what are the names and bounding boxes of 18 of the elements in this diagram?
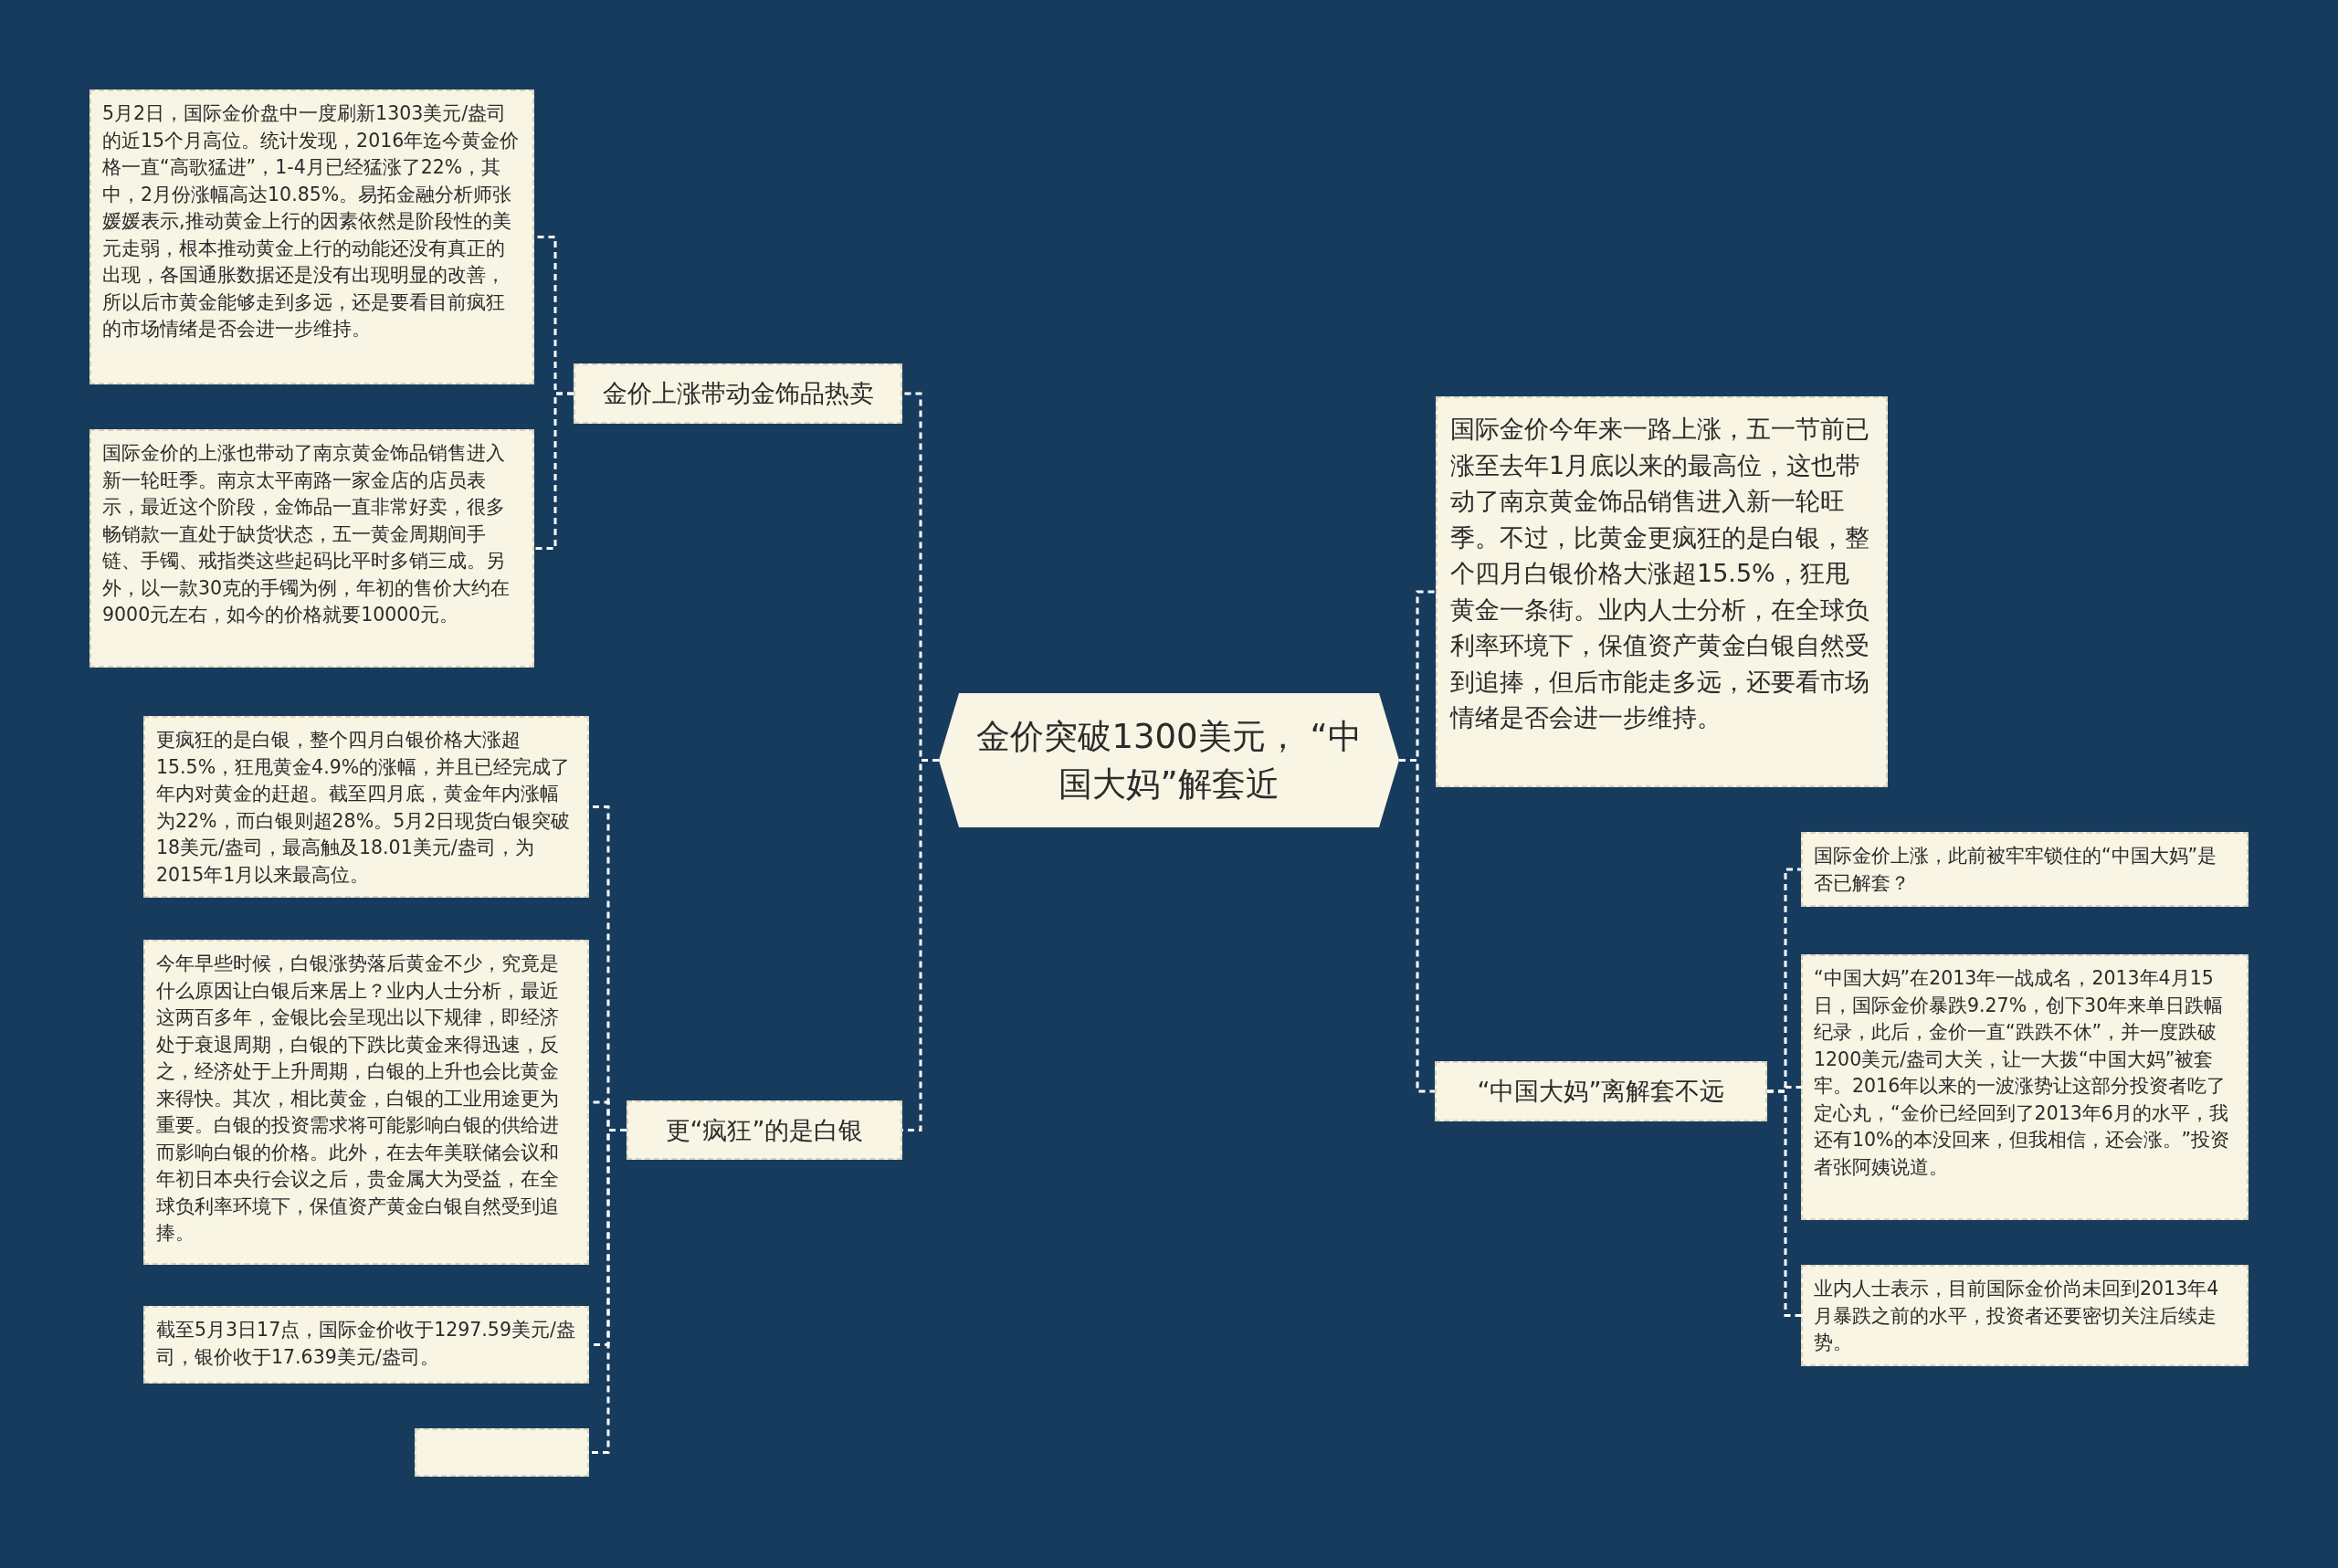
topic-hexagon: 金价突破1300美元， “中国大妈”解套近 (939, 693, 1399, 827)
topic-box: 金价上涨带动金饰品热卖 (574, 363, 902, 424)
connector (1767, 1089, 1801, 1317)
text-card: “中国大妈”在2013年一战成名，2013年4月15日，国际金价暴跌9.27%，创下30年来单日跌幅纪录，此后，金价一直“跌跌不休”，并一度跌破1200美元/盎司大关，让一大拨“中国大妈”被套牢。2016年以来的一波涨势让这部分投资者吃了定心丸，“金价已经回到了2013年6月的水平，我还有10%的本没回来，但我相信，还会涨。”投资者张阿姨说道。 (1801, 954, 2248, 1220)
text-card: 国际金价的上涨也带动了南京黄金饰品销售进入新一轮旺季。南京太平南路一家金店的店员表示，最近这个阶段，金饰品一直非常好卖，很多畅销款一直处于缺货状态，五一黄金周期间手链、手镯、戒指类这些起码比平时多销三成。另外，以一款30克的手镯为例，年初的售价大约在9000元左右，如今的价格就要10000元。 (90, 429, 534, 668)
text-card: 业内人士表示，目前国际金价尚未回到2013年4月暴跌之前的水平，投资者还要密切关注后续走势。 (1801, 1265, 2248, 1366)
empty-card (415, 1428, 589, 1477)
connector (534, 392, 574, 550)
text-card: 5月2日，国际金价盘中一度刷新1303美元/盎司的近15个月高位。统计发现，2016年迄今黄金价格一直“高歌猛进”，1-4月已经猛涨了22%，其中，2月份涨幅高达10.85%。易拓金融分析师张媛媛表示,推动黄金上行的因素依然是阶段性的美元走弱，根本推动黄金上行的动能还没有真正的出现，各国通胀数据还是没有出现明显的改善，所以后市黄金能够走到多远，还是要看目前疯狂的市场情绪是否会进一步维持。 (90, 89, 534, 384)
text-card: 今年早些时候，白银涨势落后黄金不少，究竟是什么原因让白银后来居上？业内人士分析，最近这两百多年，金银比会呈现出以下规律，即经济处于衰退周期，白银的下跌比黄金来得迅速，反之，经济处于上升周期，白银的上升也会比黄金来得快。其次，相比黄金，白银的工业用途更为重要。白银的投资需求将可能影响白银的供给进而影响白银的价格。此外，在去年美联储会议和年初日本央行会议之后，贵金属大为受益，在全球负利率环境下，保值资产黄金白银自然受到追捧。 (143, 940, 589, 1265)
text-card: 国际金价今年来一路上涨，五一节前已涨至去年1月底以来的最高位，这也带动了南京黄金饰品销售进入新一轮旺季。不过，比黄金更疯狂的是白银，整个四月白银价格大涨超15.5%，狂甩黄金一条街。业内人士分析，在全球负利率环境下，保值资产黄金白银自然受到追捧，但后市能走多远，还要看市场情绪是否会进一步维持。 (1436, 396, 1888, 787)
text-card: 国际金价上涨，此前被牢牢锁住的“中国大妈”是否已解套？ (1801, 832, 2248, 907)
text-card: 截至5月3日17点，国际金价收于1297.59美元/盎司，银价收于17.639美元/盎司。 (143, 1306, 589, 1384)
connector (1399, 759, 1435, 1093)
text-card: 更疯狂的是白银，整个四月白银价格大涨超15.5%，狂甩黄金4.9%的涨幅，并且已经完成了年内对黄金的赶超。截至四月底，黄金年内涨幅为22%，而白银则超28%。5月2日现货白银突破18美元/盎司，最高触及18.01美元/盎司，为2015年1月以来最高位。 (143, 716, 589, 898)
topic-box: “中国大妈”离解套不远 (1435, 1061, 1767, 1121)
connector (589, 1129, 627, 1454)
topic-box: 更“疯狂”的是白银 (627, 1100, 902, 1160)
